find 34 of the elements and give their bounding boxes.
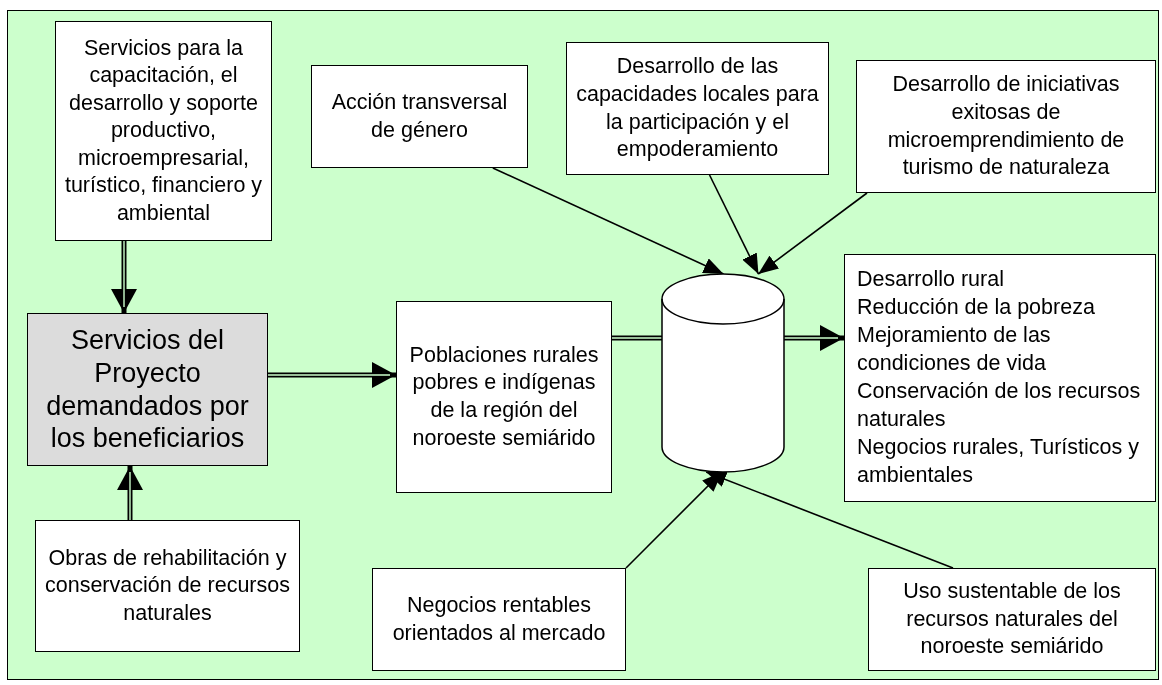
node-text: Uso sustentable de los recursos naturales del noroeste semiárido	[902, 578, 1122, 661]
central-process-box	[27, 313, 268, 466]
arrow	[757, 192, 868, 275]
node-text: Desarrollo de iniciativas exitosas de microemprendimiento de turismo de naturaleza	[886, 71, 1126, 181]
connector-line	[612, 335, 662, 341]
node-text: Obras de rehabilitación y conservación de recursos naturales	[44, 544, 291, 627]
text-box	[55, 21, 272, 241]
node-text: Desarrollo rural	[857, 266, 1004, 294]
arrow	[705, 471, 954, 569]
node-text: Acción transversal de género	[330, 89, 509, 144]
node-text: Mejoramiento de las condiciones de vida	[857, 322, 1052, 378]
text-box	[396, 301, 612, 493]
node-text: Negocios rurales, Turísticos y ambientales	[857, 433, 1140, 489]
text-box	[856, 60, 1156, 193]
node-text: Poblaciones rurales pobres e indígenas de la región del noroeste semiárido	[408, 341, 600, 452]
node-text: Reducción de la pobreza	[857, 294, 1095, 322]
node-text: Servicios para la capacitación, el desarrollo y soporte productivo, microempresarial, turístico, financiero y ambiental	[63, 34, 264, 227]
database-cylinder	[662, 274, 784, 472]
arrow	[117, 466, 143, 520]
arrow	[708, 174, 760, 275]
text-box	[372, 568, 626, 671]
arrow	[784, 325, 844, 351]
node-text: Conservación de los recursos naturales	[857, 378, 1142, 433]
arrow	[111, 241, 137, 313]
node-text: Negocios rentables orientados al mercado	[391, 592, 607, 647]
text-box	[844, 254, 1156, 502]
node-text: Desarrollo de las capacidades locales para la participación y el empoderamiento	[575, 53, 820, 163]
arrow	[268, 362, 396, 388]
text-box	[35, 520, 300, 652]
arrow	[492, 167, 725, 275]
text-box	[311, 65, 528, 168]
text-box	[566, 42, 829, 175]
node-text: Servicios del Proyecto demandados por los beneficiarios	[45, 323, 250, 456]
text-box	[868, 568, 1156, 671]
